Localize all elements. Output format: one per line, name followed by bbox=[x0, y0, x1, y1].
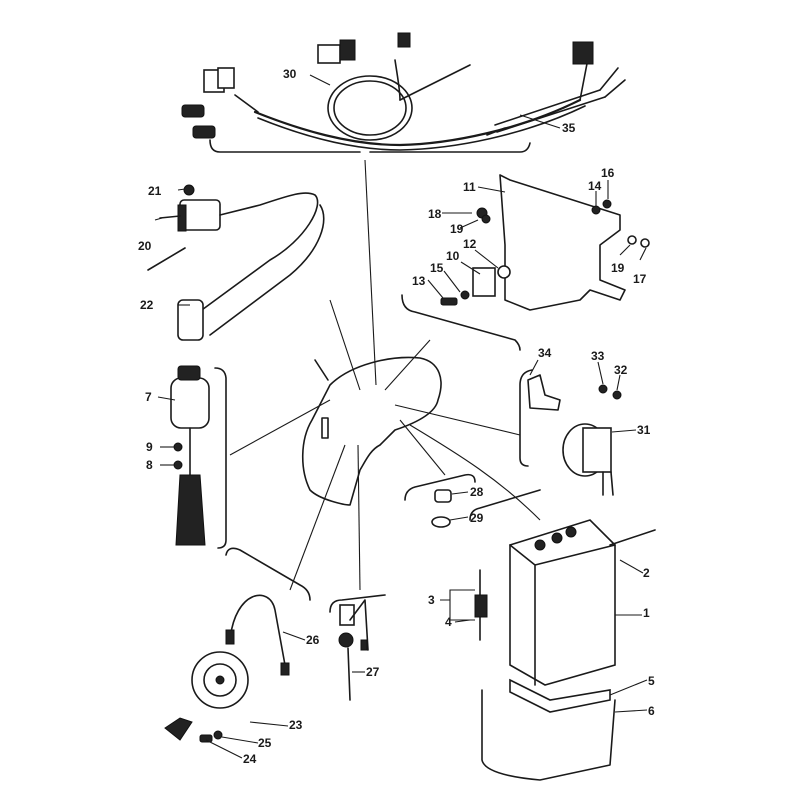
rectifier bbox=[472, 267, 496, 297]
grommet-group bbox=[404, 473, 476, 528]
callout-4: 4 bbox=[445, 615, 452, 629]
callout-6: 6 bbox=[648, 704, 655, 718]
callout-31: 31 bbox=[637, 423, 651, 437]
leader-lines bbox=[154, 74, 648, 759]
callout-5: 5 bbox=[648, 674, 655, 688]
harness-loop bbox=[327, 75, 413, 141]
callout-30: 30 bbox=[283, 67, 297, 81]
callout-33: 33 bbox=[591, 349, 605, 363]
stop-switch bbox=[339, 604, 355, 626]
callout-13: 13 bbox=[412, 274, 426, 288]
callout-17: 17 bbox=[633, 272, 647, 286]
battery-case bbox=[481, 689, 616, 781]
callout-16: 16 bbox=[601, 166, 615, 180]
callout-20: 20 bbox=[138, 239, 152, 253]
callout-34: 34 bbox=[538, 346, 552, 360]
callout-26: 26 bbox=[306, 633, 320, 647]
flasher-relay-group bbox=[519, 369, 622, 496]
callout-19a: 19 bbox=[450, 222, 464, 236]
callout-21: 21 bbox=[148, 184, 162, 198]
horn-group bbox=[164, 547, 311, 743]
callout-22: 22 bbox=[140, 298, 154, 312]
main-switch-group bbox=[170, 365, 227, 549]
callout-29: 29 bbox=[470, 511, 484, 525]
callout-32: 32 bbox=[614, 363, 628, 377]
connector-lines bbox=[229, 159, 541, 591]
harness-brace bbox=[209, 139, 531, 153]
callout-11: 11 bbox=[463, 180, 476, 194]
main-switch bbox=[170, 377, 210, 429]
battery bbox=[509, 519, 616, 686]
callout-35: 35 bbox=[562, 121, 576, 135]
wire-harness-group bbox=[181, 32, 626, 153]
callout-9: 9 bbox=[146, 440, 153, 454]
callout-19b: 19 bbox=[611, 261, 625, 275]
ignition-coil-group bbox=[147, 184, 325, 341]
callout-2: 2 bbox=[643, 566, 650, 580]
callout-24: 24 bbox=[243, 752, 257, 766]
callout-3: 3 bbox=[428, 593, 435, 607]
relay-bracket bbox=[527, 374, 561, 411]
callout-7: 7 bbox=[145, 390, 152, 404]
bracket bbox=[499, 174, 626, 311]
callout-10: 10 bbox=[446, 249, 460, 263]
stop-switch-group bbox=[329, 594, 386, 701]
callout-15: 15 bbox=[430, 261, 444, 275]
callout-27: 27 bbox=[366, 665, 380, 679]
callout-23: 23 bbox=[289, 718, 303, 732]
callout-8: 8 bbox=[146, 458, 153, 472]
frame-center bbox=[301, 356, 442, 506]
callout-18: 18 bbox=[428, 207, 442, 221]
callout-1: 1 bbox=[643, 606, 650, 620]
battery-group bbox=[469, 489, 656, 781]
lead-wire bbox=[494, 89, 601, 126]
callout-14: 14 bbox=[588, 179, 602, 193]
callout-25: 25 bbox=[258, 736, 272, 750]
bracket-group bbox=[401, 174, 650, 351]
spark-plug-cap bbox=[177, 299, 204, 341]
connector-block bbox=[317, 44, 341, 64]
callout-12: 12 bbox=[463, 237, 477, 251]
callout-28: 28 bbox=[470, 485, 484, 499]
